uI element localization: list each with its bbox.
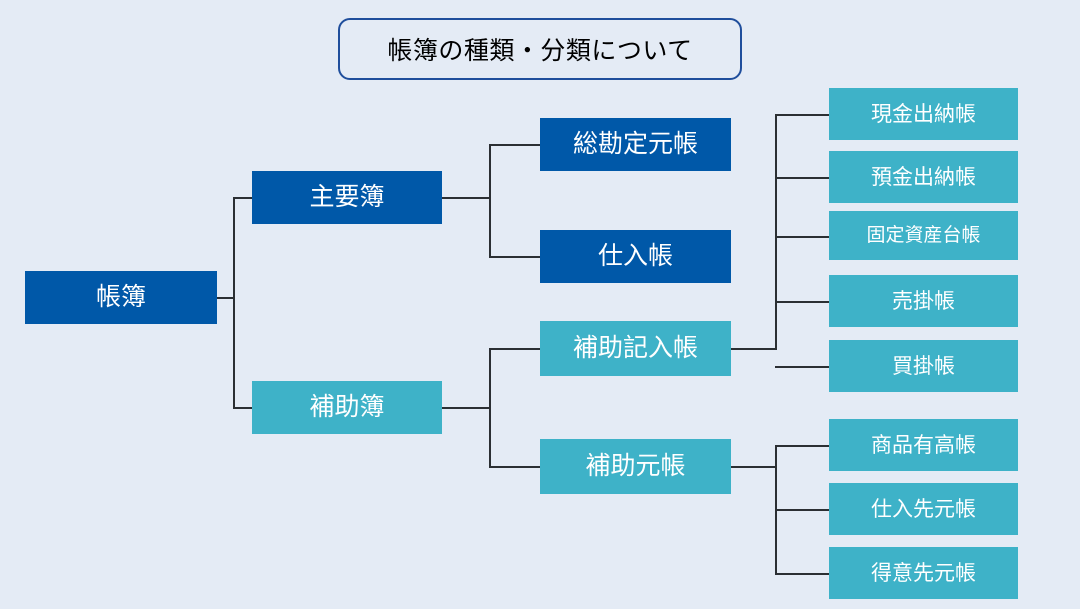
diagram-title-text: 帳簿の種類・分類について <box>387 37 693 65</box>
connector-to-shiiresaki-motocho <box>775 509 830 511</box>
node-urikakecho[interactable]: 売掛帳 <box>829 275 1018 327</box>
node-tokuisaki-motocho[interactable]: 得意先元帳 <box>829 547 1018 599</box>
diagram-title-box: 帳簿の種類・分類について <box>338 18 742 80</box>
connector-shuyobo-trunk <box>489 144 491 258</box>
connector-to-sokanjo-motocho <box>489 144 541 146</box>
node-sokanjo-motocho[interactable]: 総勘定元帳 <box>540 118 731 171</box>
connector-to-shiirecho <box>489 256 541 258</box>
node-chobo[interactable]: 帳簿 <box>25 271 217 324</box>
connector-to-tokuisaki-motocho <box>775 573 830 575</box>
connector-to-hojobo <box>233 407 253 409</box>
connector-hojobo-trunk <box>489 348 491 467</box>
node-genkin-suitocho[interactable]: 現金出納帳 <box>829 88 1018 140</box>
node-kotei-shisan-daicho[interactable]: 固定資産台帳 <box>829 211 1018 260</box>
connector-upper-leaf-trunk <box>775 114 777 350</box>
connector-to-yokin-suitocho <box>775 177 830 179</box>
node-hojobo[interactable]: 補助簿 <box>252 381 442 434</box>
node-shohin-aridakacho[interactable]: 商品有高帳 <box>829 419 1018 471</box>
connector-to-urikakecho <box>775 301 830 303</box>
connector-to-hojo-kinyucho <box>489 348 541 350</box>
node-hojo-motocho[interactable]: 補助元帳 <box>540 439 731 494</box>
connector-to-hojo-motocho <box>489 466 541 468</box>
node-yokin-suitocho[interactable]: 預金出納帳 <box>829 151 1018 203</box>
node-kaikakecho[interactable]: 買掛帳 <box>829 340 1018 392</box>
node-shuyobo[interactable]: 主要簿 <box>252 171 442 224</box>
connector-root-trunk <box>233 197 235 409</box>
connector-hojo-kinyucho-stub <box>731 348 777 350</box>
node-shiiresaki-motocho[interactable]: 仕入先元帳 <box>829 483 1018 535</box>
connector-to-kaikakecho <box>775 366 830 368</box>
connector-to-shohin-aridakacho <box>775 445 830 447</box>
node-shiirecho[interactable]: 仕入帳 <box>540 230 731 283</box>
connector-shuyobo-stub <box>441 197 491 199</box>
connector-to-genkin-suitocho <box>775 114 830 116</box>
connector-root-stub <box>216 297 235 299</box>
connector-to-shuyobo <box>233 197 253 199</box>
connector-hojobo-stub <box>441 407 491 409</box>
connector-hojo-motocho-stub <box>731 466 777 468</box>
connector-to-kotei-shisan-daicho <box>775 236 830 238</box>
node-hojo-kinyucho[interactable]: 補助記入帳 <box>540 321 731 376</box>
